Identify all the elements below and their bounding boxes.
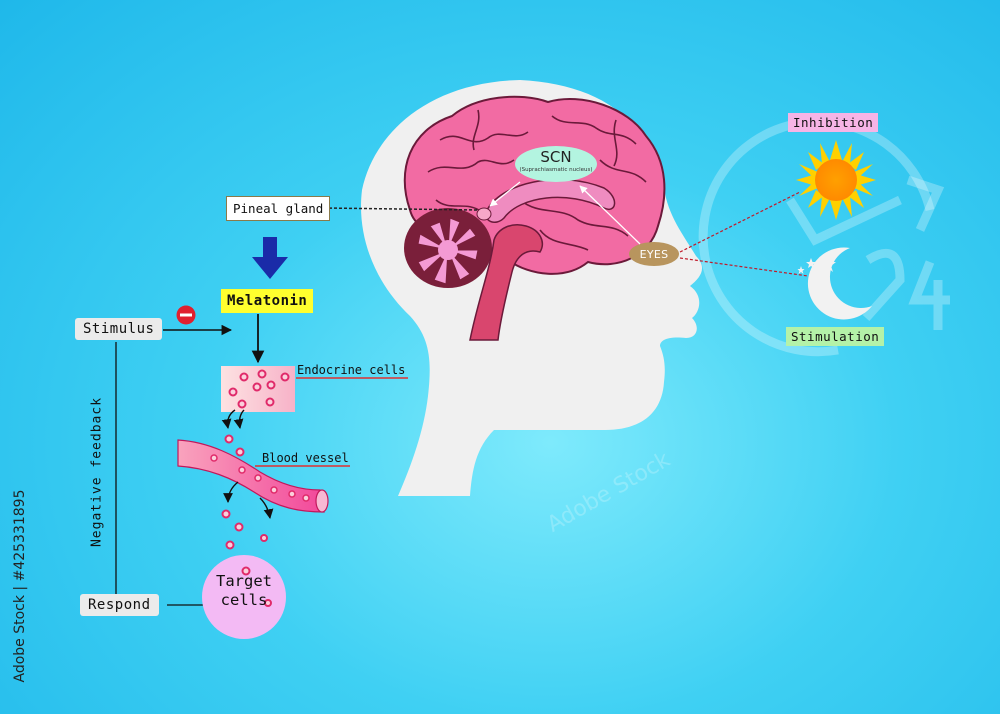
target-cell-icon [202, 555, 286, 639]
eyes-oval [629, 242, 679, 266]
scn-label: SCN [540, 148, 572, 166]
eyes-to-sun-line [679, 191, 801, 253]
big-down-arrow-icon [252, 237, 288, 279]
brain-icon [403, 95, 666, 341]
pineal-connector [323, 207, 479, 211]
release-arrow-right [233, 409, 245, 429]
blood-vessel-label: Blood vessel [262, 451, 349, 465]
vessel-arrow-left [223, 481, 239, 503]
melatonin-particles [221, 434, 268, 550]
scn-full-label: (Suprachiasmatic nucleus) [519, 167, 593, 173]
stimulation-label: Stimulation [786, 327, 885, 346]
stimulus-label: Stimulus [75, 318, 163, 340]
target-cell-particles [241, 566, 272, 607]
moon-icon [797, 247, 872, 320]
respond-label: Respond [80, 594, 159, 616]
scn-to-pineal-arrow [489, 181, 521, 207]
scn-oval [515, 146, 597, 182]
eyes-label: EYES [639, 248, 669, 261]
eyes-to-scn-arrow [579, 185, 641, 245]
eyes-to-moon-line [679, 257, 809, 277]
vessel-arrow-right [259, 497, 274, 519]
pineal-gland-label: Pineal gland [226, 196, 331, 221]
target-cells-label: Target cells [216, 572, 272, 609]
clock-watermark-icon [698, 117, 950, 357]
release-arrow-left [221, 409, 236, 429]
negative-feedback-label: Negative feedback [89, 396, 105, 548]
sun-icon [796, 140, 876, 220]
minus-icon [176, 305, 196, 325]
blood-vessel-icon [177, 439, 329, 513]
endocrine-cells-label: Endocrine cells [297, 363, 406, 377]
inhibition-label: Inhibition [788, 113, 879, 132]
endocrine-cells-icon [221, 366, 295, 412]
stock-id-watermark: Adobe Stock | #425331895 [12, 489, 28, 683]
melatonin-label: Melatonin [221, 289, 314, 313]
